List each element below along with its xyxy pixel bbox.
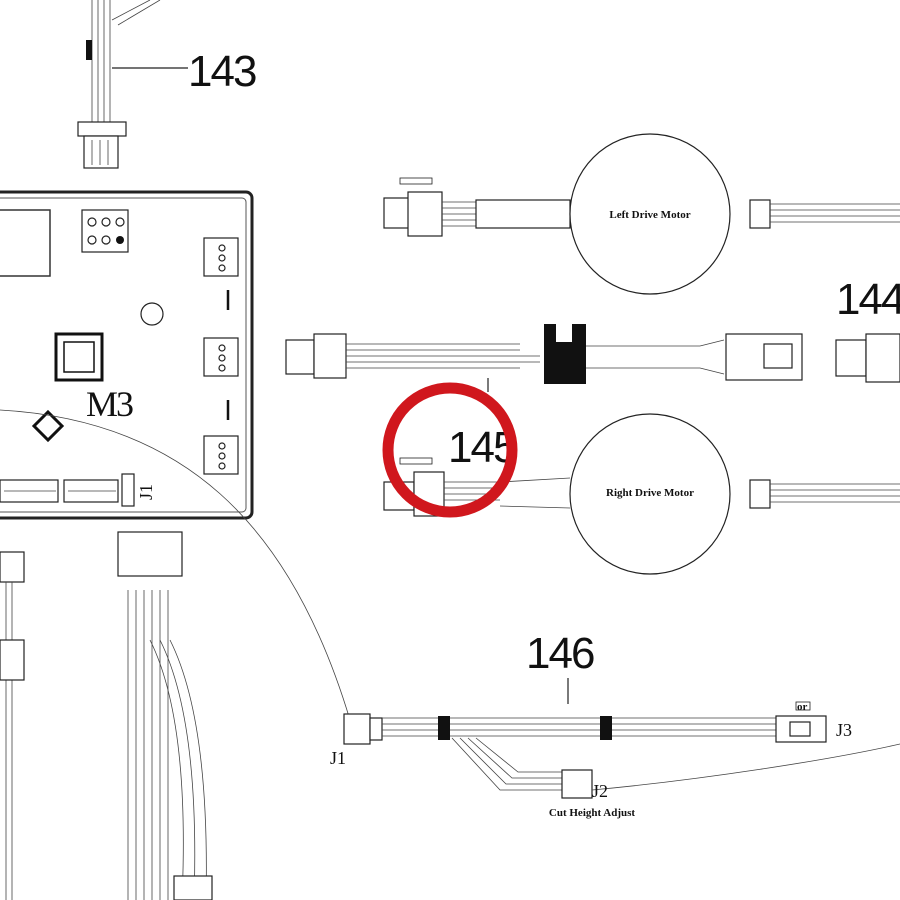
left-drive-motor bbox=[383, 133, 900, 295]
board-connector-label: J1 bbox=[136, 484, 156, 500]
callout-143: 143 bbox=[188, 47, 256, 96]
callout-146: 146 bbox=[526, 629, 594, 678]
board-label: M3 bbox=[86, 384, 133, 424]
highlight-circle bbox=[382, 382, 518, 518]
left-motor-label: Left Drive Motor bbox=[609, 209, 690, 221]
harness-j1-label: J1 bbox=[330, 748, 346, 768]
harness-j3-label: J3 bbox=[836, 720, 852, 740]
main-board bbox=[0, 190, 254, 520]
right-motor-label: Right Drive Motor bbox=[606, 487, 694, 499]
left-edge-harness bbox=[0, 551, 25, 900]
j3-note-label: or bbox=[797, 701, 808, 713]
harness-144 bbox=[285, 322, 900, 392]
harness-j2-label: J2 bbox=[592, 781, 608, 801]
cut-height-adjust-label: Cut Height Adjust bbox=[549, 807, 636, 819]
ground-wire bbox=[0, 409, 351, 721]
board-lower-connector bbox=[117, 531, 213, 900]
harness-146 bbox=[343, 678, 900, 799]
callout-144: 144 bbox=[836, 275, 900, 324]
harness-143 bbox=[77, 0, 188, 169]
right-drive-motor bbox=[383, 413, 900, 575]
